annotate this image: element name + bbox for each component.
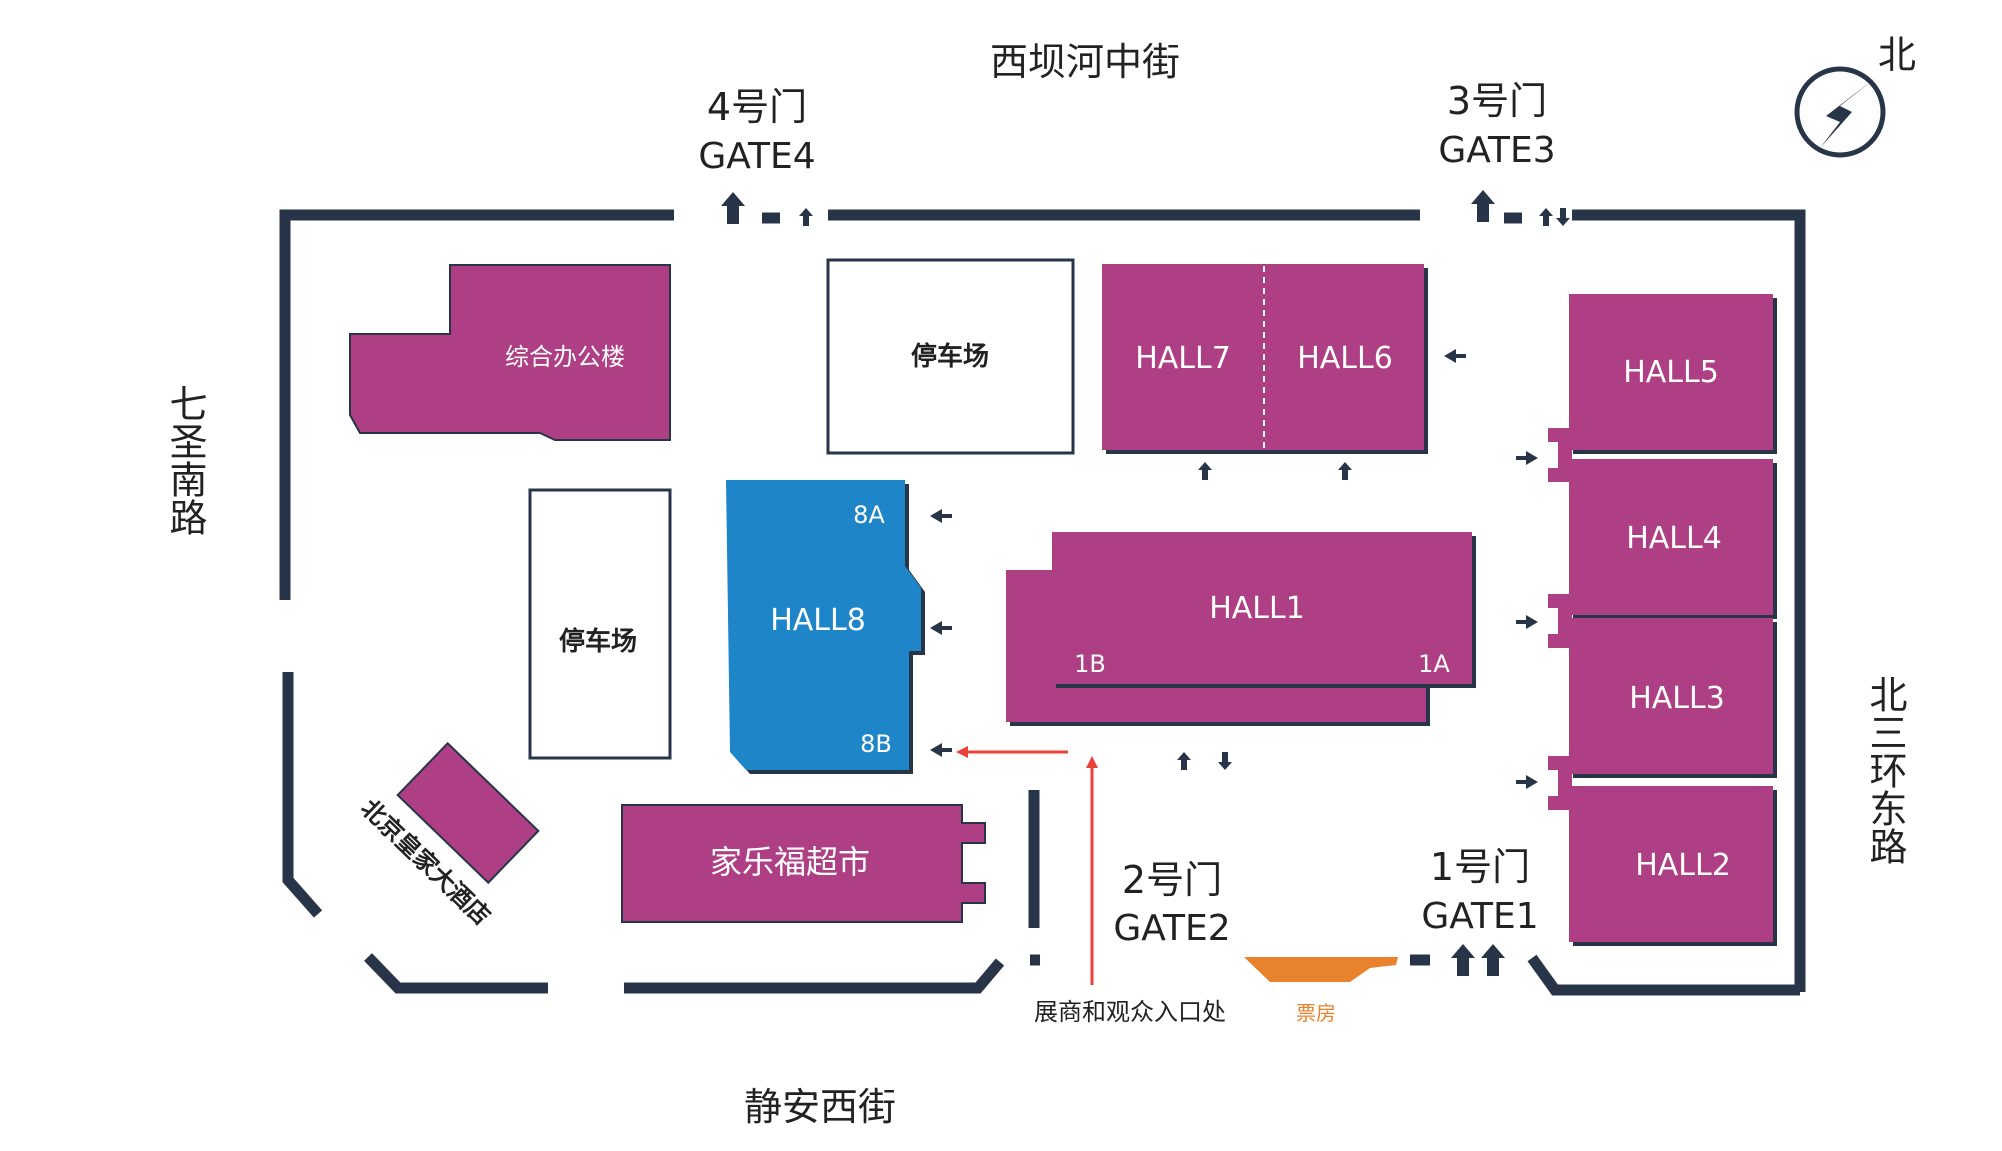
street-north: 西坝河中街 [990, 40, 1180, 84]
hall3-label: HALL3 [1629, 681, 1725, 716]
entrance-label: 展商和观众入口处 [1034, 998, 1226, 1026]
hall1-label: HALL1 [1209, 591, 1305, 626]
east-halls-block[interactable] [1548, 294, 1777, 946]
hall8-entrance-b: 8B [860, 730, 892, 758]
compass-icon [1794, 66, 1886, 158]
gate4-exit-arrow-icon [721, 192, 745, 224]
hall5-entry-arrow-icon [1516, 451, 1538, 465]
hall1-up-arrow-icon [1177, 752, 1191, 770]
gate4-label-cn: 4号门 [707, 85, 807, 129]
hall4-label: HALL4 [1626, 521, 1722, 556]
hall8-entrance-a: 8A [853, 501, 885, 529]
office-building-label: 综合办公楼 [505, 343, 625, 371]
gate1-label-en: GATE1 [1421, 896, 1538, 937]
hall8a-arrow-icon [930, 509, 952, 523]
gate1-arrow-left-icon [1451, 944, 1475, 976]
gate4-label-en: GATE4 [698, 136, 815, 177]
hall6-side-arrow-icon [1444, 349, 1466, 363]
perimeter-wall [279, 209, 1806, 996]
ticket-office-label: 票房 [1296, 1001, 1336, 1025]
gate3-down-arrow-icon [1556, 208, 1570, 226]
gate3-label-cn: 3号门 [1447, 79, 1547, 123]
hall2-label: HALL2 [1635, 848, 1731, 883]
supermarket-building[interactable] [621, 804, 986, 923]
gate3-up-arrow-icon [1539, 208, 1553, 226]
parking-lot-a[interactable] [826, 258, 1075, 455]
gate1-label-cn: 1号门 [1430, 845, 1530, 889]
hotel-building[interactable] [396, 741, 540, 885]
parking-lot-b[interactable] [528, 488, 672, 760]
office-building[interactable] [349, 264, 671, 441]
street-east: 北三环东路 [1863, 675, 1907, 865]
street-west: 七圣南路 [163, 384, 207, 536]
street-south: 静安西街 [744, 1085, 896, 1129]
gate2-label-cn: 2号门 [1122, 858, 1222, 902]
parking-lot-a-label: 停车场 [911, 341, 989, 372]
hall8-side-arrow-icon [930, 621, 952, 635]
hall1-entrance-b: 1B [1074, 650, 1106, 678]
hall3-entry-arrow-icon [1516, 775, 1538, 789]
hall6-label: HALL6 [1297, 341, 1393, 376]
direction-arrows [721, 190, 1570, 976]
gate3-exit-arrow-icon [1471, 190, 1495, 222]
hall5-label: HALL5 [1623, 355, 1719, 390]
hall7-hall6-block[interactable] [1102, 264, 1428, 454]
hall4-entry-arrow-icon [1516, 615, 1538, 629]
hall1-block[interactable] [1006, 532, 1476, 726]
compass-north-label: 北 [1878, 33, 1916, 77]
hall8-label: HALL8 [770, 603, 866, 638]
gate3-label-en: GATE3 [1438, 130, 1555, 171]
hall6-south-arrow-icon [1338, 462, 1352, 480]
entrance-route-arrows [956, 746, 1098, 985]
supermarket-label: 家乐福超市 [710, 843, 870, 881]
parking-lot-b-label: 停车场 [559, 626, 637, 657]
ticket-office[interactable] [1244, 957, 1398, 982]
gate2-label-en: GATE2 [1113, 908, 1230, 949]
hall7-label: HALL7 [1135, 341, 1231, 376]
hall8-block[interactable] [726, 480, 925, 774]
hall1-down-arrow-icon [1218, 752, 1232, 770]
gate4-small-arrow-icon [799, 208, 813, 226]
hall1-entrance-a: 1A [1418, 650, 1450, 678]
hall7-south-arrow-icon [1198, 462, 1212, 480]
hall8b-arrow-icon [930, 743, 952, 757]
gate1-arrow-right-icon [1481, 944, 1505, 976]
